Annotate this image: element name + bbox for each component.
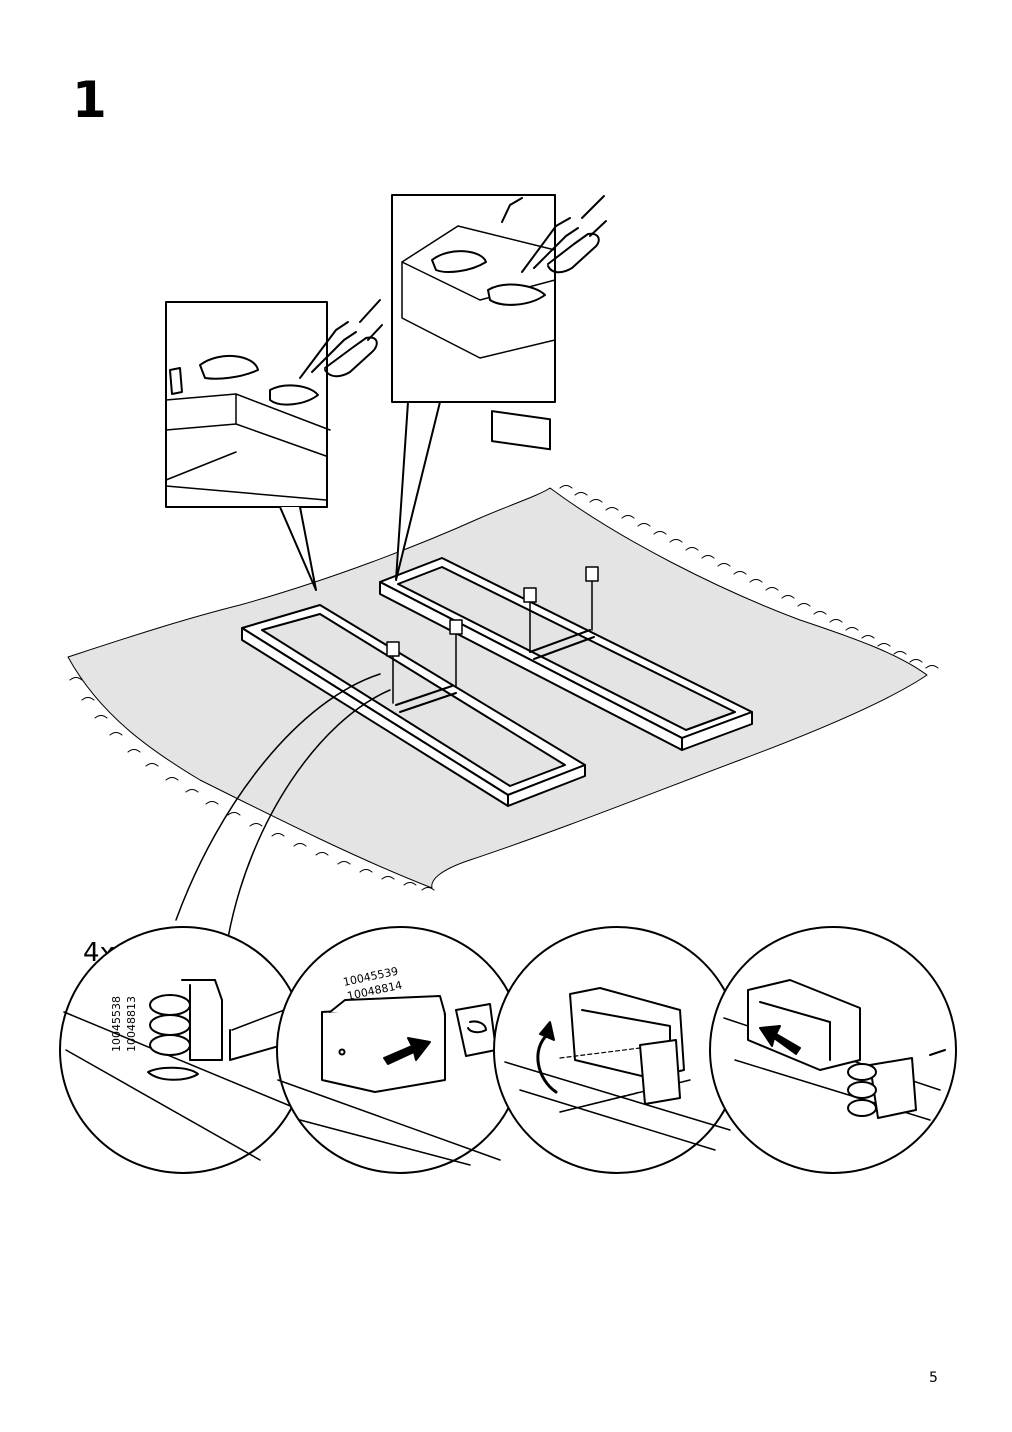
support-plugs	[386, 566, 599, 704]
detail-box-left	[165, 301, 331, 591]
detail-box-right	[391, 194, 556, 581]
hand-pointing-icon	[521, 195, 607, 274]
page-number: 5	[929, 1370, 938, 1386]
part-code-label: 10048813	[125, 996, 138, 1052]
part-code-label: 10045538	[110, 996, 123, 1052]
rotate-arrow-icon	[536, 1021, 558, 1094]
hand-pointing-icon	[299, 299, 383, 379]
step-number: 1	[72, 71, 107, 129]
bed-frame-right	[379, 557, 753, 751]
detail-circle-2	[276, 926, 524, 1174]
detail-circle-1	[59, 926, 307, 1174]
push-arrow-right-icon	[383, 1037, 431, 1065]
rug	[67, 485, 939, 891]
push-arrow-left-icon	[759, 1025, 801, 1055]
detail-circle-3	[493, 926, 741, 1174]
part-codes-left: 10045538 10048813	[110, 996, 138, 1052]
callout-line	[175, 673, 391, 939]
bed-frame-left	[241, 604, 586, 807]
detail-circle-4	[709, 926, 957, 1174]
